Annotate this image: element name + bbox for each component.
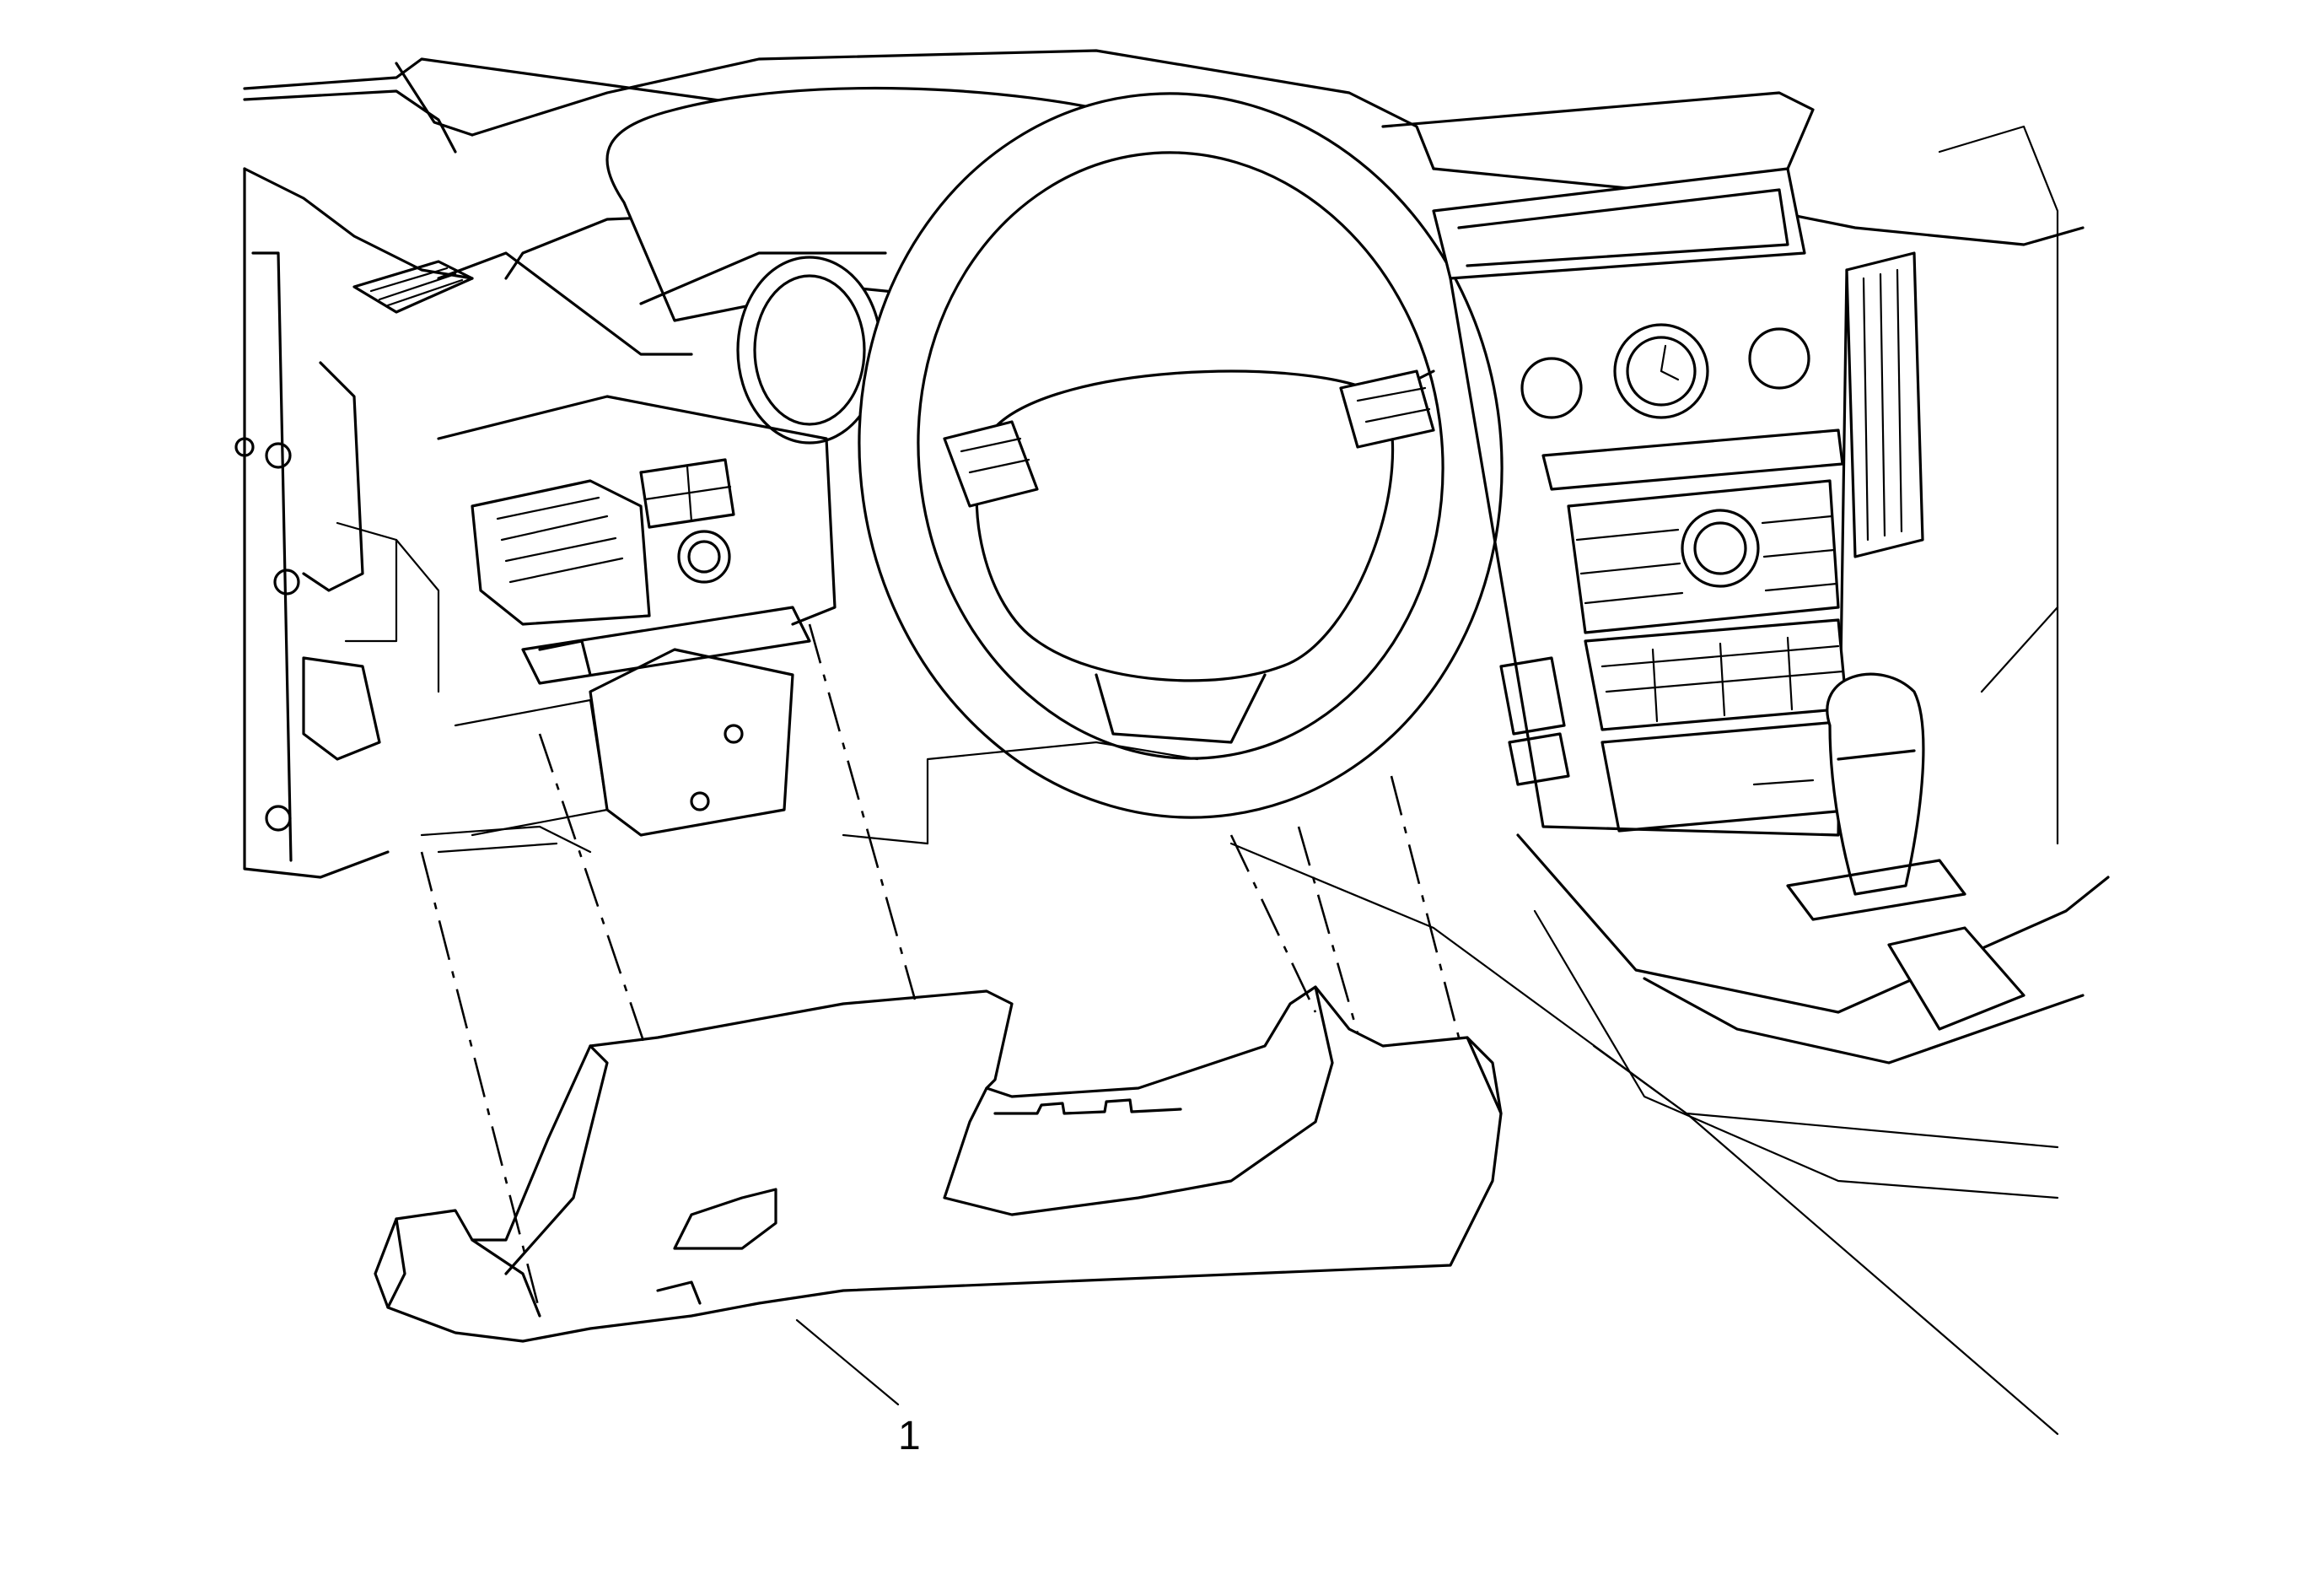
dash-top-pad [352,49,2085,356]
left-lower-dash [420,395,837,854]
volume-knob [1681,509,1760,588]
airbag-module [975,369,1395,682]
defrost-grille [352,260,474,314]
callout-1: 1 [795,1318,921,1458]
alignment-lines [420,623,1461,1313]
ignition-button [677,530,731,584]
center-stack [1381,91,1924,837]
left-air-vent [471,479,651,626]
floor-lines [842,741,2059,1436]
left-wheel-controls [943,420,1039,508]
steering-wheel [858,92,1504,819]
callout-leader-line [795,1318,900,1406]
gear-shifter [1826,672,1925,896]
knee-bolster-panel [374,985,1503,1343]
callout-label: 1 [898,1414,921,1458]
center-console [1516,125,2110,1199]
steering-column-bracket [589,648,794,837]
right-air-vent [1845,251,1924,558]
